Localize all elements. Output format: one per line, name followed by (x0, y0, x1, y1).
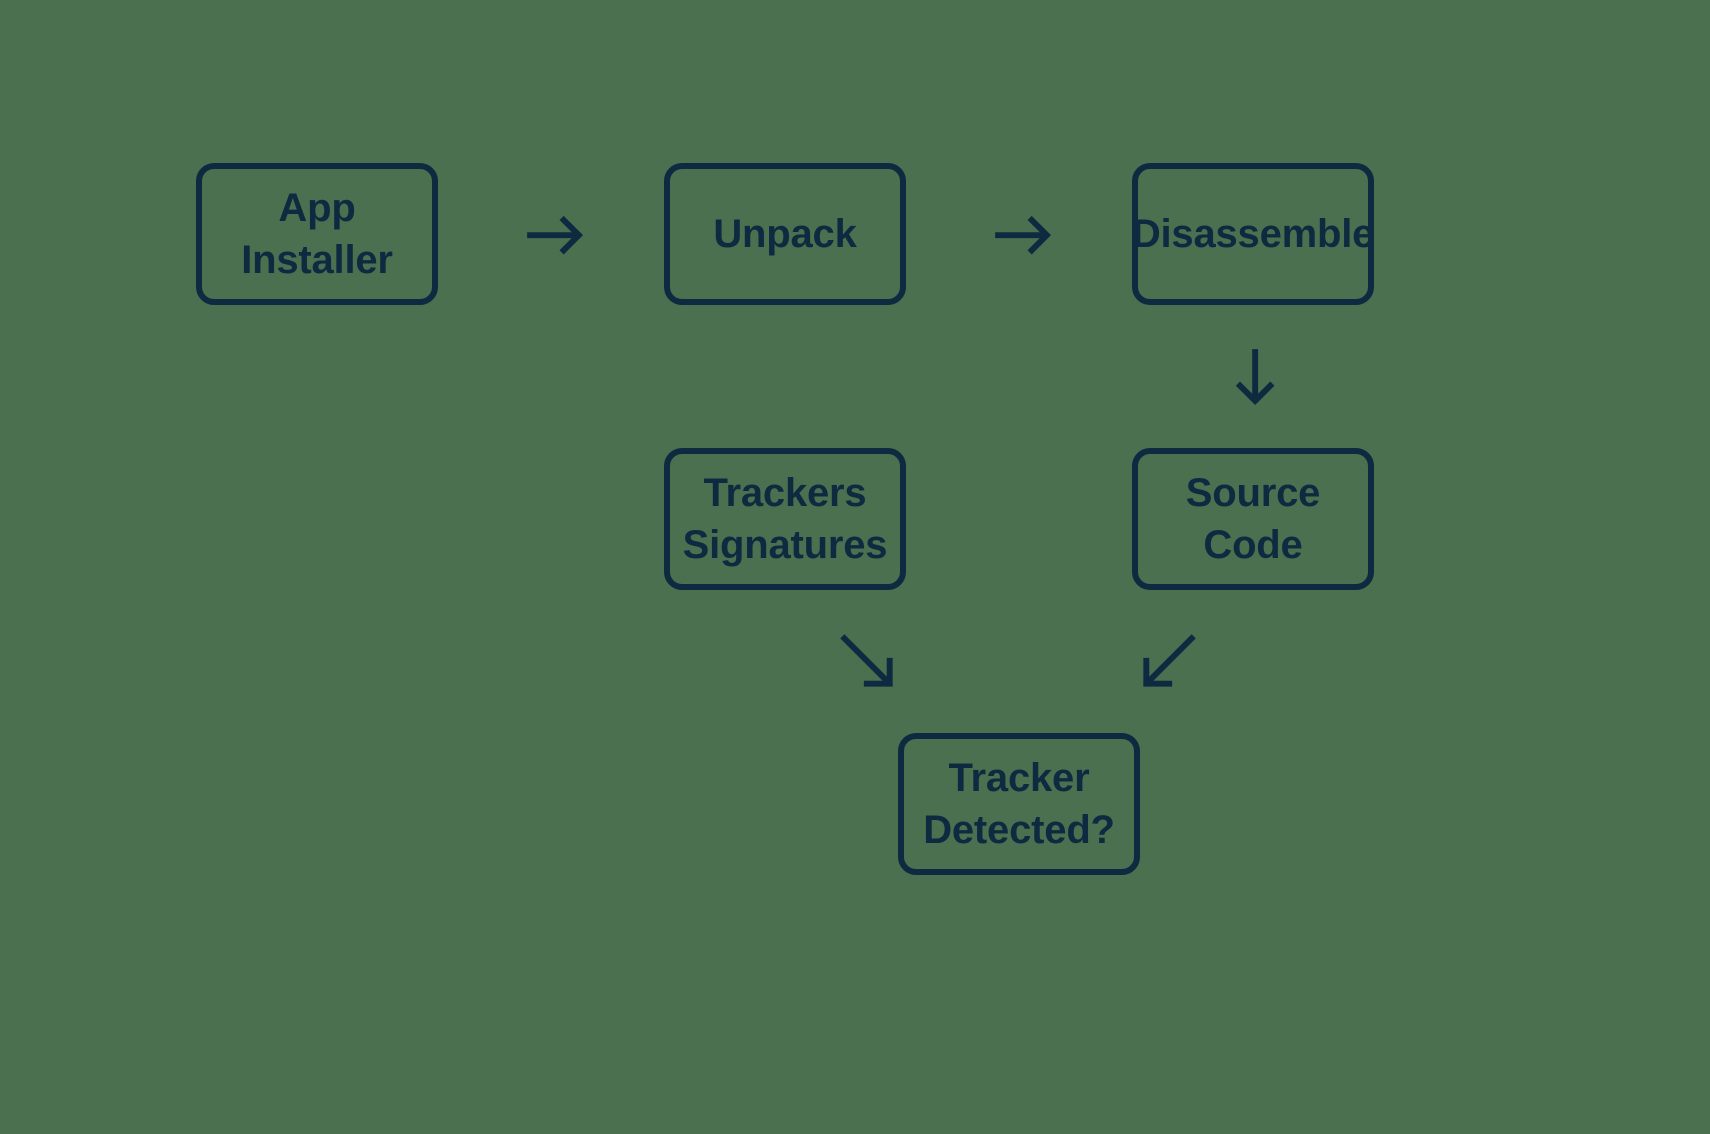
arrow-app-installer-to-unpack (525, 205, 584, 261)
node-disassemble[interactable]: Disassemble (1132, 163, 1374, 305)
arrow-glyph-down-left (1143, 634, 1196, 687)
node-label-disassemble: Disassemble (1131, 212, 1375, 256)
node-label-unpack: Unpack (713, 212, 857, 256)
arrow-trackers-signatures-to-detected (838, 632, 894, 688)
node-trackers-signatures[interactable]: Trackers Signatures (664, 448, 906, 590)
node-label-tracker-detected: Tracker Detected? (923, 756, 1115, 852)
arrow-glyph-down-right (840, 634, 893, 687)
node-source-code[interactable]: Source Code (1132, 448, 1374, 590)
node-app-installer[interactable]: App Installer (196, 163, 438, 305)
node-tracker-detected[interactable]: Tracker Detected? (898, 733, 1140, 875)
arrow-disassemble-to-source-code (1225, 347, 1281, 406)
arrow-glyph-right (995, 215, 1052, 255)
node-unpack[interactable]: Unpack (664, 163, 906, 305)
node-label-app-installer: App Installer (241, 186, 393, 282)
node-label-trackers-signatures: Trackers Signatures (682, 471, 888, 567)
arrow-glyph-down (1235, 349, 1275, 406)
arrow-glyph-right (527, 215, 584, 255)
arrow-unpack-to-disassemble (993, 205, 1052, 261)
arrow-source-code-to-detected (1142, 632, 1198, 688)
node-label-source-code: Source Code (1185, 471, 1321, 567)
